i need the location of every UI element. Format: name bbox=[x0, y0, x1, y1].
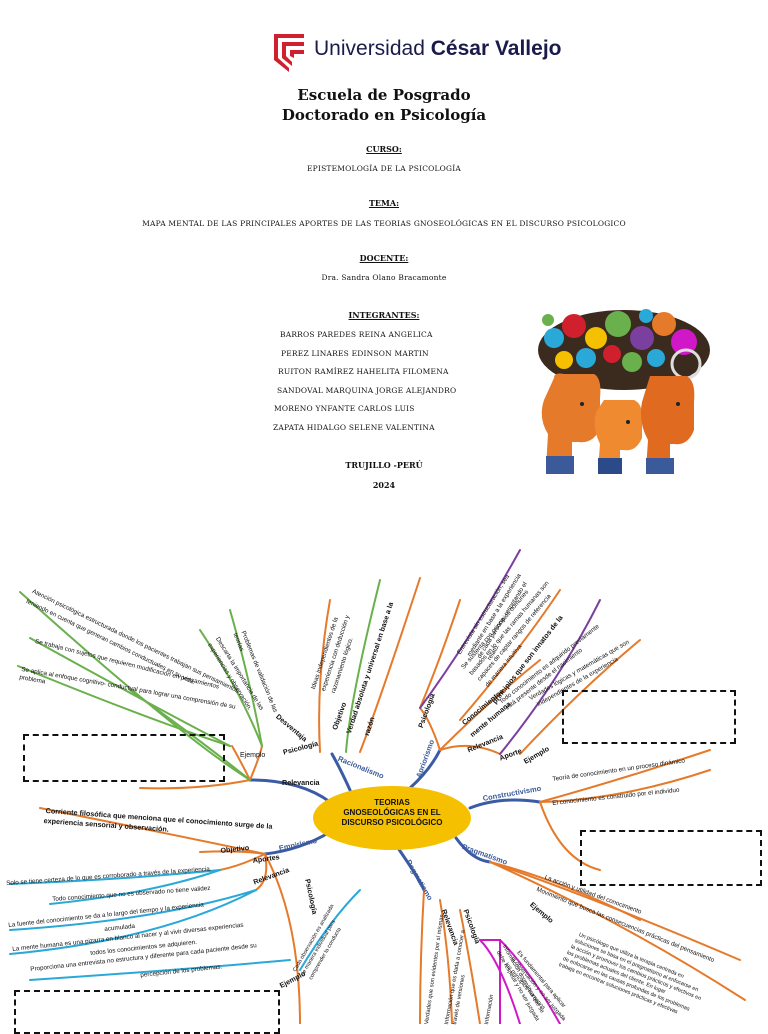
center-node: TEORIAS GNOSEOLÓGICAS EN EL DISCURSO PSI… bbox=[313, 786, 471, 850]
label-relevancia: Relevancia bbox=[282, 778, 320, 787]
university-shield-icon bbox=[274, 34, 304, 72]
center-title-line: TEORIAS bbox=[374, 798, 410, 807]
empty-box-right-top bbox=[562, 690, 736, 744]
university-name: Universidad César Vallejo bbox=[314, 37, 562, 60]
member-name: RUITON RAMÍREZ HAHELITA FILOMENA bbox=[278, 367, 449, 377]
member-name: MORENO YNFANTE CARLOS LUIS bbox=[274, 404, 415, 414]
topic-label: TEMA: bbox=[368, 198, 400, 208]
empty-box-left bbox=[23, 734, 225, 782]
member-name: BARROS PAREDES REINA ANGELICA bbox=[280, 330, 433, 339]
member-name: SANDOVAL MARQUINA JORGE ALEJANDRO bbox=[277, 385, 457, 395]
cover-page: Universidad César Vallejo Escuela de Pos… bbox=[142, 32, 710, 490]
university-logo: Universidad César Vallejo bbox=[272, 32, 561, 72]
course-value: EPISTEMOLOGÍA DE LA PSICOLOGÍA bbox=[307, 164, 461, 173]
teacher-value: Dra. Sandra Olano Bracamonte bbox=[321, 273, 447, 282]
empty-box-right-middle bbox=[580, 830, 762, 886]
mind-map-branches bbox=[9, 549, 746, 1024]
year: 2024 bbox=[372, 480, 396, 490]
member-name: ZAPATA HIDALGO SELENE VALENTINA bbox=[273, 422, 435, 432]
center-ellipse bbox=[313, 786, 471, 850]
members-list: BARROS PAREDES REINA ANGELICA PEREZ LINA… bbox=[270, 326, 500, 438]
thinking-heads-illustration bbox=[538, 309, 710, 474]
label-ejemplo: Ejemplo bbox=[240, 752, 266, 759]
school-title: Escuela de Posgrado bbox=[297, 86, 471, 104]
center-title-line: GNOSEOLÓGICAS EN EL bbox=[343, 808, 441, 817]
empty-box-bottom-left bbox=[14, 990, 280, 1034]
members-label: INTEGRANTES: bbox=[348, 310, 420, 320]
center-title-line: DISCURSO PSICOLÓGICO bbox=[341, 818, 443, 827]
course-label: CURSO: bbox=[366, 144, 402, 154]
topic-value: MAPA MENTAL DE LAS PRINCIPALES APORTES D… bbox=[142, 219, 626, 228]
mind-map: TEORIAS GNOSEOLÓGICAS EN EL DISCURSO PSI… bbox=[0, 540, 768, 1034]
teacher-label: DOCENTE: bbox=[359, 253, 409, 263]
program-title: Doctorado en Psicología bbox=[281, 106, 487, 124]
location: TRUJILLO -PERÚ bbox=[345, 460, 423, 470]
center-title: TEORIAS GNOSEOLÓGICAS EN EL DISCURSO PSI… bbox=[313, 798, 471, 828]
member-name: PEREZ LINARES EDINSON MARTIN bbox=[281, 348, 429, 358]
